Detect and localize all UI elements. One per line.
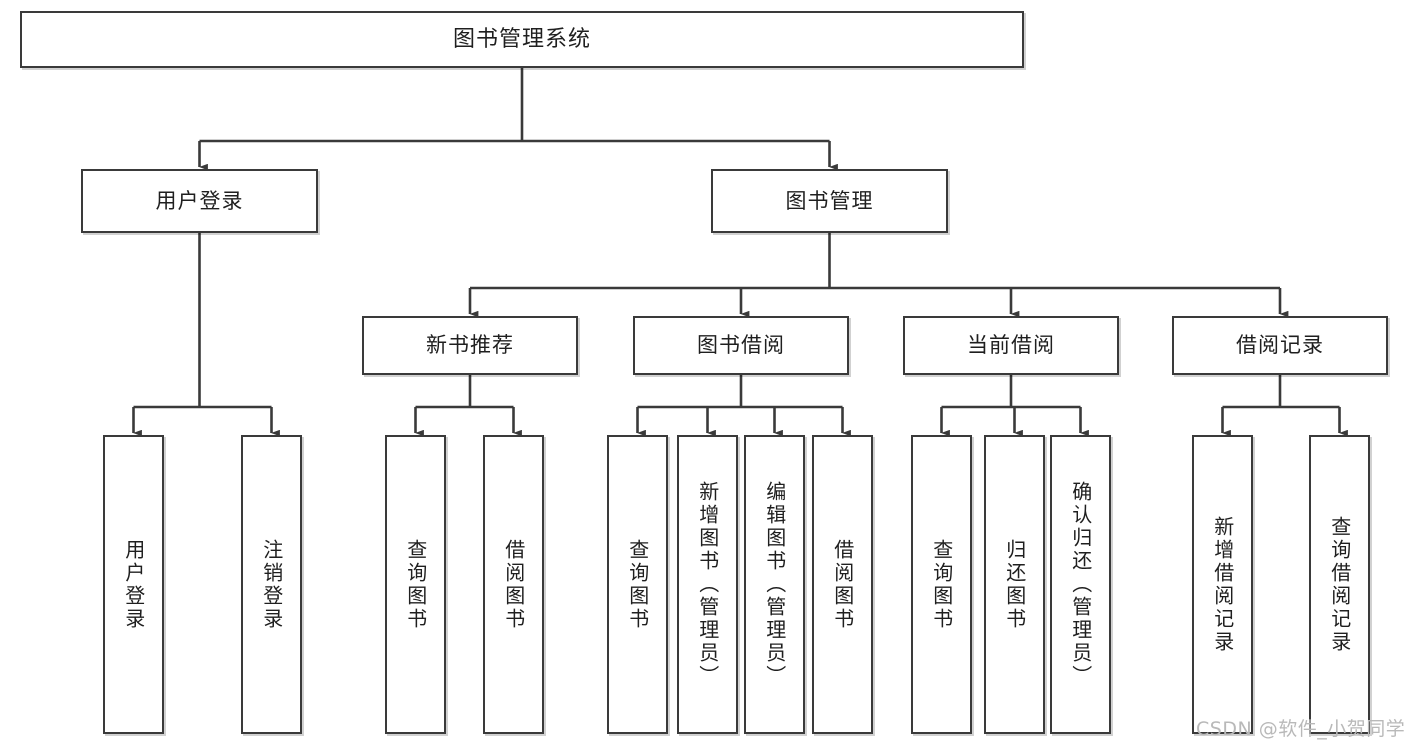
node-root[interactable]: 图书管理系统 — [20, 11, 1024, 68]
node-label: 确认归还（管理员） — [1068, 481, 1093, 688]
node-label: 图书管理系统 — [452, 26, 591, 52]
node-leaf-2[interactable]: 注销登录 — [241, 435, 302, 734]
node-leaf-12[interactable]: 新增借阅记录 — [1192, 435, 1253, 734]
node-label: 图书管理 — [785, 188, 874, 213]
node-leaf-7[interactable]: 编辑图书（管理员） — [744, 435, 805, 734]
node-leaf-8[interactable]: 借阅图书 — [812, 435, 873, 734]
node-label: 借阅记录 — [1236, 333, 1324, 358]
node-records[interactable]: 借阅记录 — [1172, 316, 1388, 375]
node-leaf-5[interactable]: 查询图书 — [607, 435, 668, 734]
node-leaf-1[interactable]: 用户登录 — [103, 435, 164, 734]
node-label: 用户登录 — [121, 538, 146, 631]
node-label: 注销登录 — [259, 538, 284, 631]
node-leaf-11[interactable]: 确认归还（管理员） — [1050, 435, 1111, 734]
node-label: 查询图书 — [625, 538, 650, 631]
node-label: 查询借阅记录 — [1327, 515, 1352, 654]
node-login[interactable]: 用户登录 — [81, 169, 318, 233]
node-leaf-9[interactable]: 查询图书 — [911, 435, 972, 734]
node-leaf-4[interactable]: 借阅图书 — [483, 435, 544, 734]
node-label: 新书推荐 — [426, 333, 514, 358]
node-label: 新增图书（管理员） — [695, 481, 720, 688]
node-label: 用户登录 — [155, 188, 244, 213]
node-label: 图书借阅 — [697, 333, 785, 358]
node-leaf-6[interactable]: 新增图书（管理员） — [677, 435, 738, 734]
node-current[interactable]: 当前借阅 — [903, 316, 1119, 375]
node-label: 借阅图书 — [830, 538, 855, 631]
node-label: 查询图书 — [929, 538, 954, 631]
node-label: 新增借阅记录 — [1210, 515, 1235, 654]
node-newbook[interactable]: 新书推荐 — [362, 316, 578, 375]
csdn-watermark: CSDN @软件_小贺同学 — [1196, 718, 1405, 740]
node-leaf-10[interactable]: 归还图书 — [984, 435, 1045, 734]
node-label: 归还图书 — [1002, 538, 1027, 631]
node-bookmgmt[interactable]: 图书管理 — [711, 169, 948, 233]
node-label: 编辑图书（管理员） — [762, 481, 787, 688]
node-leaf-13[interactable]: 查询借阅记录 — [1309, 435, 1370, 734]
node-borrow[interactable]: 图书借阅 — [633, 316, 849, 375]
node-label: 查询图书 — [403, 538, 428, 631]
node-leaf-3[interactable]: 查询图书 — [385, 435, 446, 734]
node-label: 借阅图书 — [501, 538, 526, 631]
node-label: 当前借阅 — [967, 333, 1055, 358]
